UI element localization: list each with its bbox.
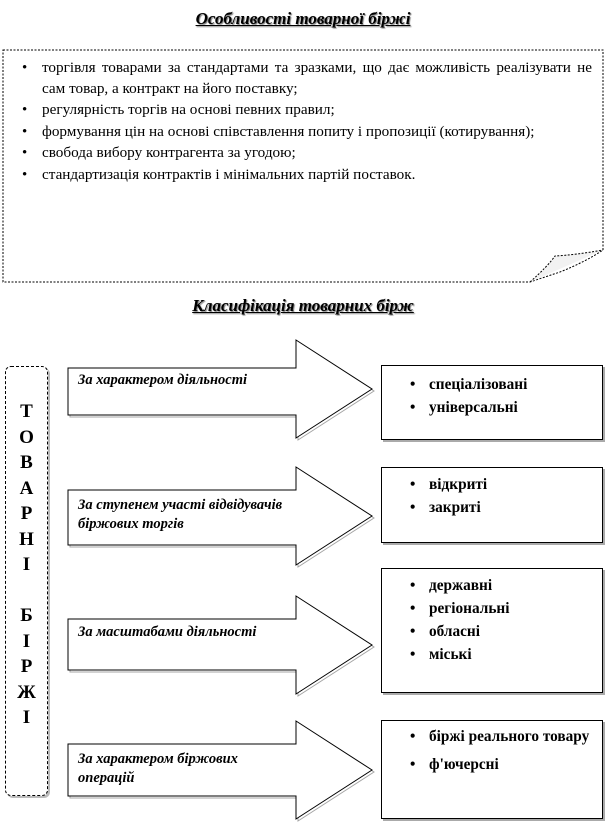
root-label-letter: В xyxy=(20,452,33,473)
result-item: біржі реального товару xyxy=(382,727,602,747)
result-item: ф'ючерсні xyxy=(382,753,602,776)
feature-item: регулярність торгів на основі певних пра… xyxy=(10,100,592,121)
root-label-frame xyxy=(5,366,48,796)
result-list: державні регіональні обласні міські xyxy=(382,574,602,666)
classification-title: Класифікація товарних бірж xyxy=(192,296,414,315)
root-label-letter: Т xyxy=(20,401,33,422)
result-list: біржі реального товару ф'ючерсні xyxy=(382,727,602,776)
result-box: спеціалізовані універсальні xyxy=(381,365,603,440)
result-item: регіональні xyxy=(382,597,602,620)
result-item: універсальні xyxy=(382,396,602,419)
root-label-letter: Р xyxy=(20,656,33,677)
feature-item: стандартизація контрактів і мінімальних … xyxy=(10,165,592,186)
arrow-shape xyxy=(67,466,375,568)
feature-item: формування цін на основі співставлення п… xyxy=(10,122,592,143)
root-label-letter: Б xyxy=(20,605,33,626)
feature-item: свобода вибору контрагента за угодою; xyxy=(10,143,592,164)
result-item: міські xyxy=(382,643,602,666)
arrow-shape xyxy=(67,720,375,822)
result-list: відкриті закриті xyxy=(382,473,602,519)
result-item: відкриті xyxy=(382,473,602,496)
root-label-letter: О xyxy=(19,426,34,448)
criterion-label: За характером діяльності xyxy=(78,372,248,388)
features-list: торгівля товарами за стандартами та зраз… xyxy=(10,58,592,185)
root-label-letter: І xyxy=(22,630,31,652)
criterion-label: За масштабами діяльності xyxy=(78,624,257,640)
result-item: закриті xyxy=(382,496,602,519)
root-label-letter: І xyxy=(22,707,31,728)
root-label-letter: І xyxy=(22,554,31,575)
features-title: Особливості товарної біржі xyxy=(195,9,411,28)
result-item: державні xyxy=(382,574,602,597)
root-label-letter: Ж xyxy=(17,681,36,703)
root-label-letter xyxy=(5,578,48,604)
root-label-letter: Н xyxy=(19,528,34,550)
arrow-shape xyxy=(67,595,375,697)
result-item: обласні xyxy=(382,620,602,643)
result-box: біржі реального товару ф'ючерсні xyxy=(381,720,603,819)
root-label-letter: А xyxy=(19,477,34,499)
result-item: спеціалізовані xyxy=(382,373,602,396)
criterion-label: За ступенем участі відвідувачів біржових… xyxy=(78,497,283,532)
root-label: Т О В А Р Н І Б І Р Ж І xyxy=(5,399,48,731)
arrow-shape xyxy=(67,339,375,441)
feature-item: торгівля товарами за стандартами та зраз… xyxy=(10,58,592,99)
result-box: державні регіональні обласні міські xyxy=(381,568,603,693)
criterion-label: За характером біржових операцій xyxy=(78,751,238,786)
root-label-letter: Р xyxy=(20,503,33,524)
result-box: відкриті закриті xyxy=(381,467,603,543)
result-list: спеціалізовані універсальні xyxy=(382,373,602,419)
